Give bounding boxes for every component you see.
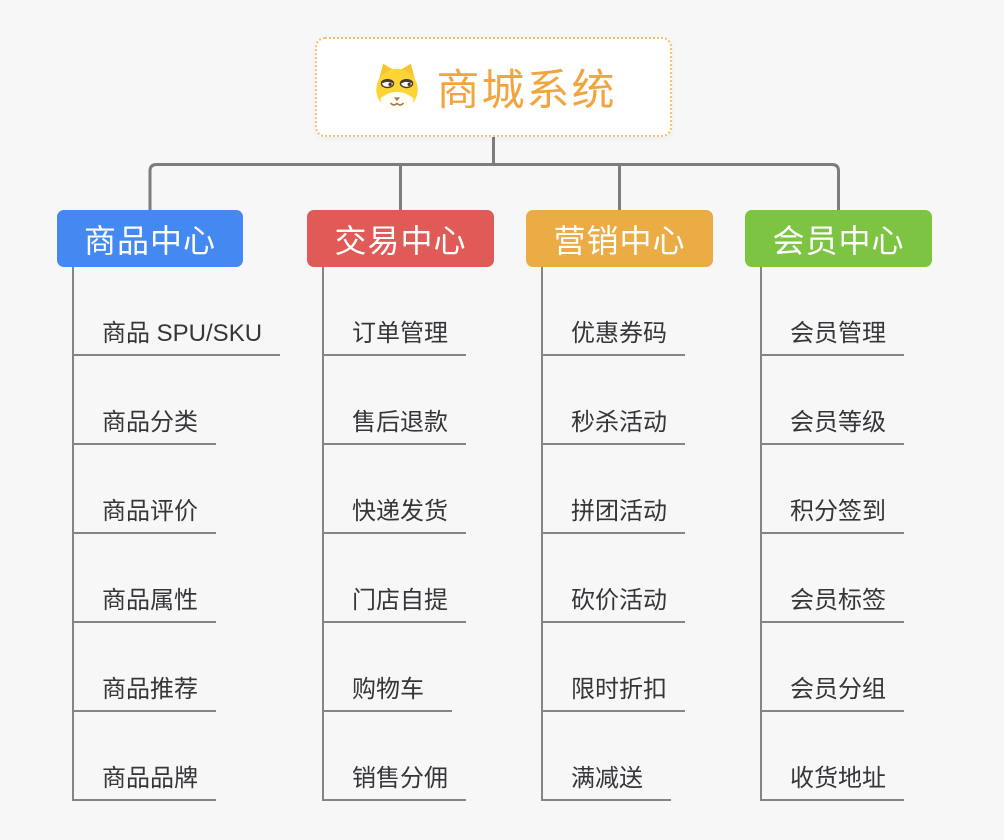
branch-label: 商品中心: [83, 222, 216, 259]
branch-children-marketing-center: 优惠券码 秒杀活动 拼团活动 砍价活动 限时折扣 满减送: [541, 267, 685, 801]
child-topic[interactable]: 商品推荐: [72, 623, 216, 712]
branch-topic-marketing-center[interactable]: 营销中心: [526, 210, 713, 267]
root-title: 商城系统: [436, 67, 617, 115]
child-topic[interactable]: 销售分佣: [322, 712, 466, 801]
branch-children-member-center: 会员管理 会员等级 积分签到 会员标签 会员分组 收货地址: [760, 267, 904, 801]
branch-children-trade-center: 订单管理 售后退款 快递发货 门店自提 购物车 销售分佣: [322, 267, 466, 801]
branch-topic-product-center[interactable]: 商品中心: [57, 210, 243, 267]
doge-icon: [375, 63, 418, 111]
child-topic[interactable]: 会员标签: [760, 534, 904, 623]
child-topic[interactable]: 门店自提: [322, 534, 466, 623]
child-topic[interactable]: 商品 SPU/SKU: [72, 267, 281, 356]
root-topic[interactable]: 商城系统: [315, 37, 672, 137]
child-topic[interactable]: 限时折扣: [541, 623, 685, 712]
child-topic[interactable]: 商品评价: [72, 445, 216, 534]
child-topic[interactable]: 会员等级: [760, 356, 904, 445]
child-topic[interactable]: 商品分类: [72, 356, 216, 445]
branch-label: 交易中心: [334, 222, 467, 259]
branch-topic-trade-center[interactable]: 交易中心: [307, 210, 494, 267]
branch-children-product-center: 商品 SPU/SKU 商品分类 商品评价 商品属性 商品推荐 商品品牌: [72, 267, 281, 801]
child-topic[interactable]: 秒杀活动: [541, 356, 685, 445]
branch-topic-member-center[interactable]: 会员中心: [745, 210, 932, 267]
child-topic[interactable]: 拼团活动: [541, 445, 685, 534]
child-topic[interactable]: 砍价活动: [541, 534, 685, 623]
child-topic[interactable]: 快递发货: [322, 445, 466, 534]
child-topic[interactable]: 购物车: [322, 623, 452, 712]
child-topic[interactable]: 售后退款: [322, 356, 466, 445]
child-topic[interactable]: 积分签到: [760, 445, 904, 534]
child-topic[interactable]: 会员管理: [760, 267, 904, 356]
child-topic[interactable]: 商品属性: [72, 534, 216, 623]
child-topic[interactable]: 优惠券码: [541, 267, 685, 356]
child-topic[interactable]: 满减送: [541, 712, 671, 801]
branch-label: 营销中心: [553, 222, 686, 259]
child-topic[interactable]: 商品品牌: [72, 712, 216, 801]
child-topic[interactable]: 会员分组: [760, 623, 904, 712]
child-topic[interactable]: 订单管理: [322, 267, 466, 356]
branch-label: 会员中心: [772, 222, 905, 259]
child-topic[interactable]: 收货地址: [760, 712, 904, 801]
